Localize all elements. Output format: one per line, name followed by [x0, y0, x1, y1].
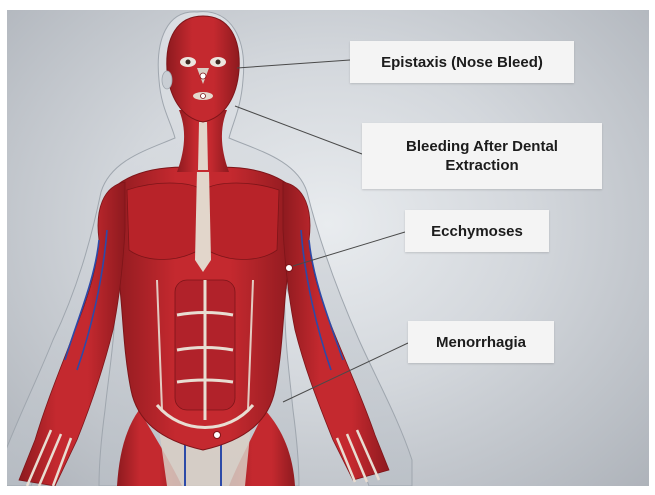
callout-dental-extraction: Bleeding After Dental Extraction [362, 123, 602, 189]
callout-epistaxis-label: Epistaxis (Nose Bleed) [381, 53, 543, 72]
dental-marker [201, 94, 206, 99]
callout-ecchymoses-label: Ecchymoses [431, 222, 523, 241]
epistaxis-marker [200, 73, 206, 79]
callout-dental-line2: Extraction [445, 157, 518, 174]
callout-menorrhagia-label: Menorrhagia [436, 333, 526, 352]
callout-menorrhagia: Menorrhagia [408, 321, 554, 363]
callout-dental-line1: Bleeding After Dental [406, 138, 558, 155]
torso [111, 167, 295, 450]
callout-dental-label: Bleeding After Dental Extraction [406, 137, 558, 175]
menorrhagia-marker [214, 432, 221, 439]
ecchymoses-marker [286, 265, 293, 272]
anatomy-figure: Epistaxis (Nose Bleed) Bleeding After De… [7, 10, 649, 486]
callout-epistaxis: Epistaxis (Nose Bleed) [350, 41, 574, 83]
callout-ecchymoses: Ecchymoses [405, 210, 549, 252]
